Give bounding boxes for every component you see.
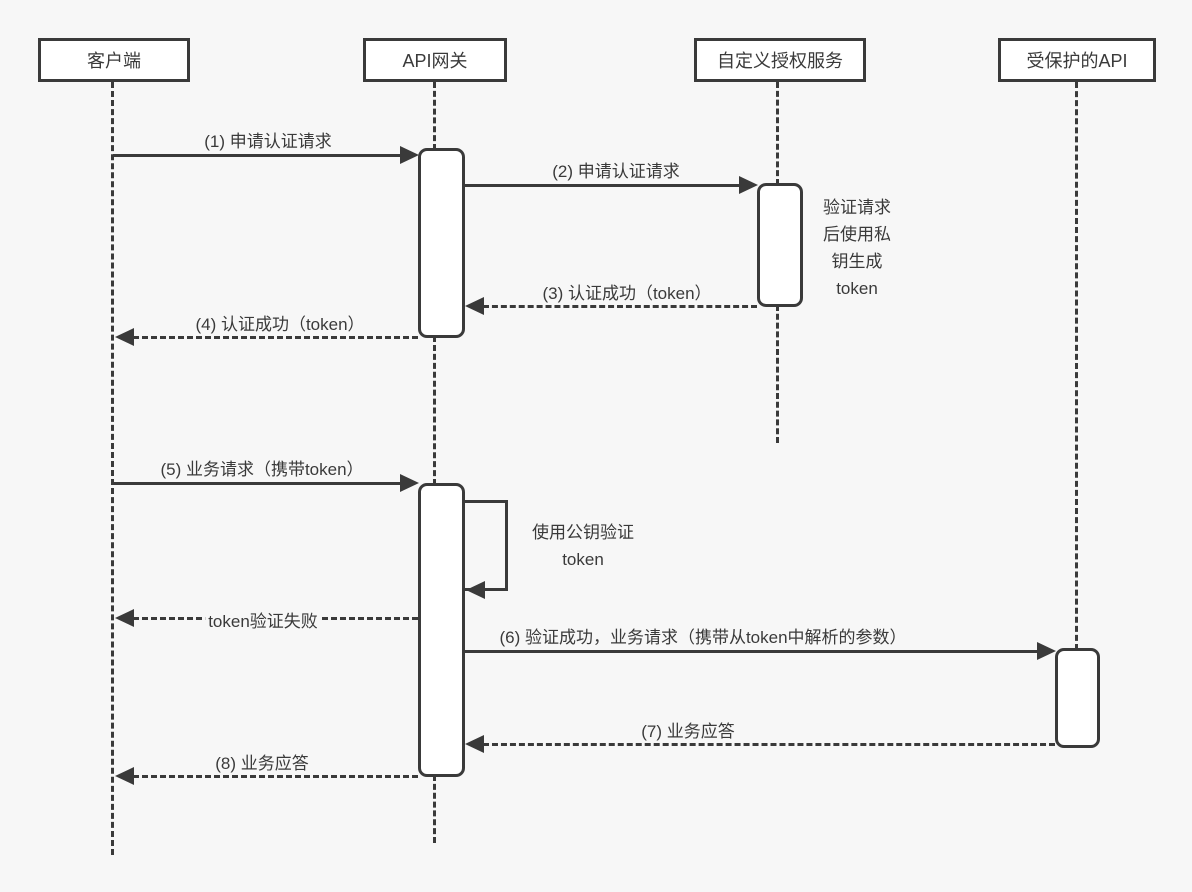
message-arrowhead-2: [739, 176, 758, 194]
message-arrowhead-4: [115, 328, 134, 346]
message-arrowhead-1: [400, 146, 419, 164]
lifeline-gateway-seg1: [433, 82, 436, 150]
message-line-7: [483, 743, 1055, 746]
message-line-1: [113, 154, 402, 157]
actor-label-protectedapi: 受保护的API: [1026, 51, 1128, 71]
lifeline-gateway-seg3: [433, 775, 436, 843]
message-line-8: [133, 775, 418, 778]
actor-label-authservice: 自定义授权服务: [717, 51, 843, 71]
message-line-3: [483, 305, 757, 308]
message-label-7: (7) 业务应答: [641, 722, 735, 741]
message-arrowhead-5: [400, 474, 419, 492]
activation-bar-protectedapi: [1055, 648, 1100, 748]
message-label-4: (4) 认证成功（token）: [195, 315, 365, 334]
actor-box-gateway: API网关: [363, 38, 507, 82]
activation-bar-gateway-1: [418, 148, 465, 338]
message-line-6: [465, 650, 1037, 653]
message-line-2: [465, 184, 741, 187]
message-label-5: (5) 业务请求（携带token）: [160, 460, 364, 479]
message-arrowhead-7: [465, 735, 484, 753]
actor-label-client: 客户端: [87, 51, 141, 71]
activation-bar-gateway-2: [418, 483, 465, 777]
actor-label-gateway: API网关: [402, 51, 468, 71]
lifeline-authservice-seg2: [776, 305, 779, 443]
note-private-key: 验证请求 后使用私 钥生成 token: [823, 198, 891, 298]
message-label-3: (3) 认证成功（token）: [542, 284, 712, 303]
self-message-loop: [465, 500, 508, 591]
note-public-key: 使用公钥验证 token: [532, 523, 634, 569]
lifeline-protectedapi: [1075, 82, 1078, 650]
message-label-2: (2) 申请认证请求: [552, 162, 680, 181]
message-label-token-fail: token验证失败: [205, 607, 321, 632]
actor-box-authservice: 自定义授权服务: [694, 38, 866, 82]
lifeline-client: [111, 82, 114, 855]
actor-box-client: 客户端: [38, 38, 190, 82]
message-arrowhead-token-fail: [115, 609, 134, 627]
message-line-4: [133, 336, 418, 339]
message-arrowhead-6: [1037, 642, 1056, 660]
message-arrowhead-3: [465, 297, 484, 315]
message-label-8: (8) 业务应答: [215, 754, 309, 773]
actor-box-protectedapi: 受保护的API: [998, 38, 1156, 82]
message-arrowhead-8: [115, 767, 134, 785]
message-label-6: (6) 验证成功，业务请求（携带从token中解析的参数）: [499, 628, 907, 647]
activation-bar-authservice: [757, 183, 803, 307]
lifeline-authservice-seg1: [776, 82, 779, 185]
message-label-1: (1) 申请认证请求: [204, 132, 332, 151]
lifeline-gateway-seg2: [433, 336, 436, 485]
message-line-5: [113, 482, 402, 485]
self-message-arrowhead: [466, 581, 485, 599]
